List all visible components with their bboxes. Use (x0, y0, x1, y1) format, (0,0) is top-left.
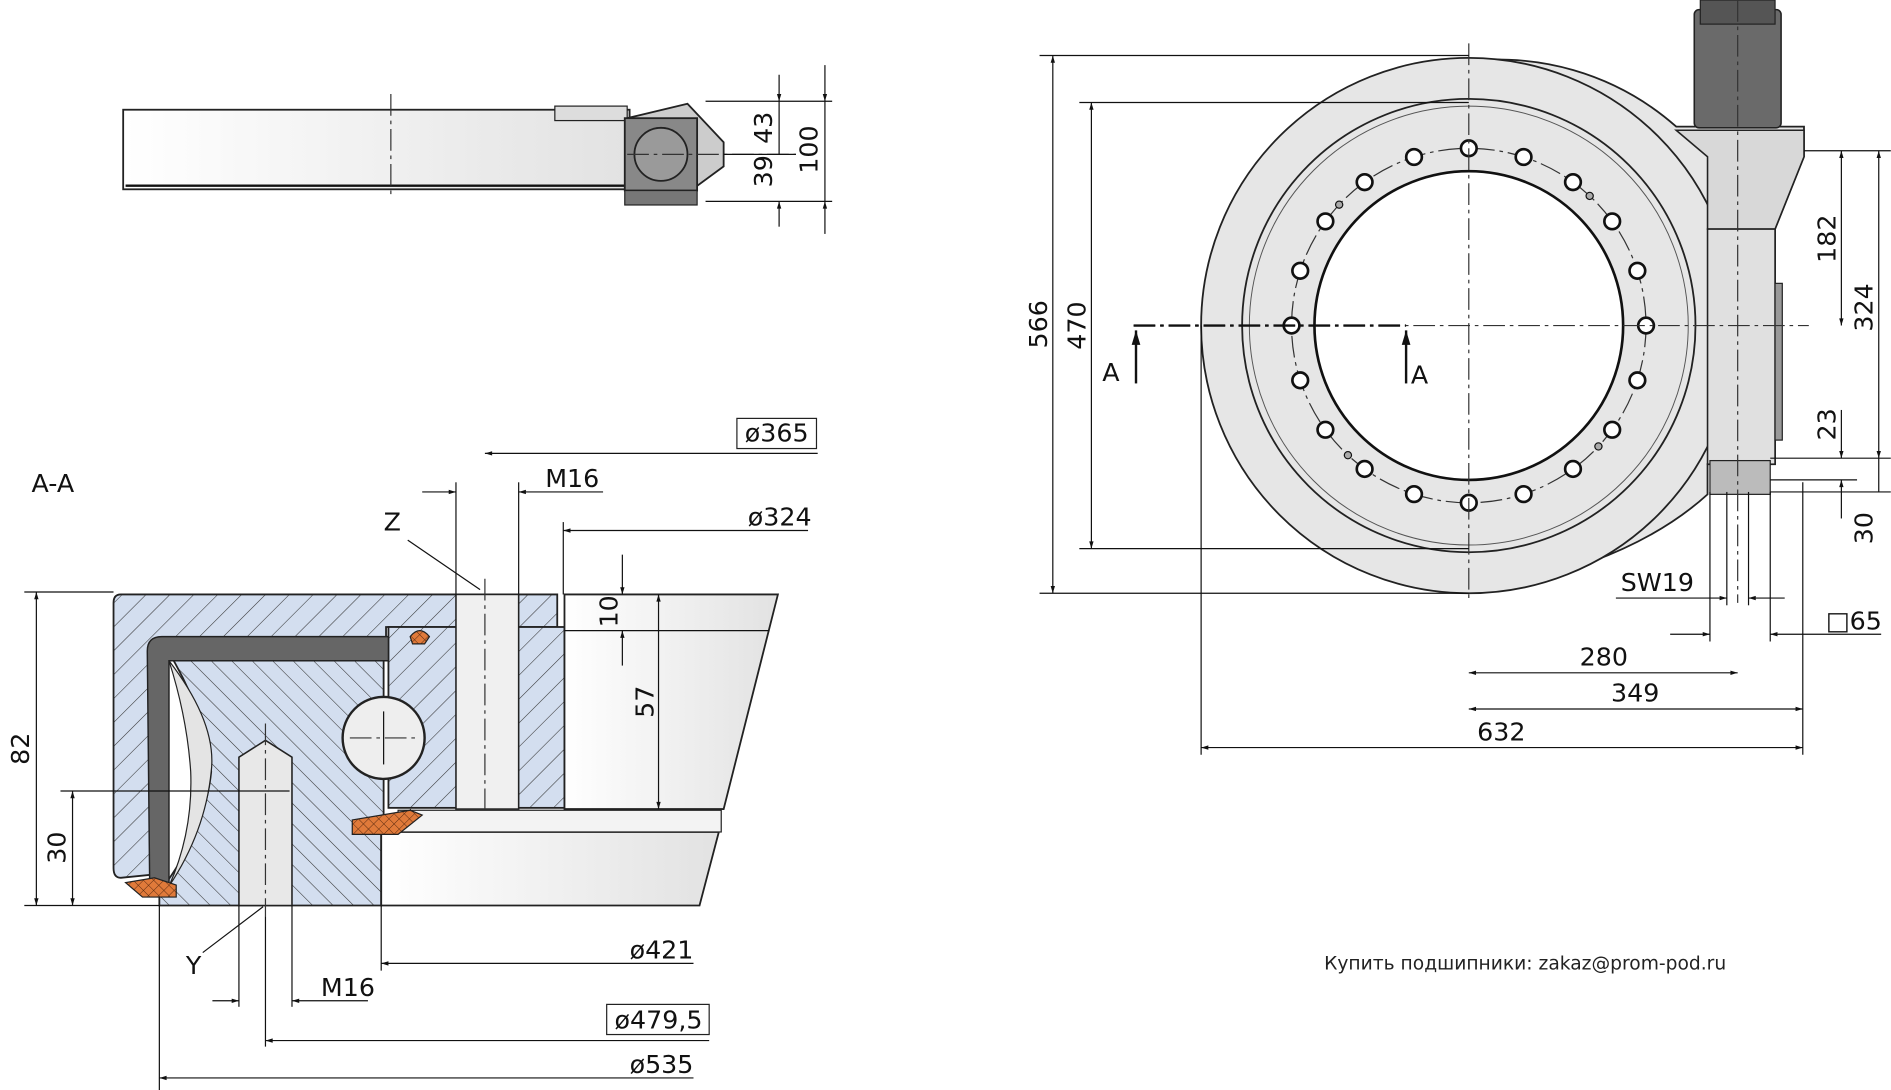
top-view: A A 566 470 182 324 23 30 SW19 (1023, 0, 1891, 755)
footer-contact: Купить подшипники: zakaz@prom-pod.ru (1324, 953, 1726, 974)
dim-d324: ø324 (748, 502, 812, 532)
grease-nipple (1585, 191, 1594, 201)
dim-m16-bottom: M16 (321, 972, 375, 1002)
bolt-hole (1514, 484, 1533, 504)
worm-shaft-end (1709, 459, 1771, 495)
dim-d535: ø535 (630, 1049, 694, 1079)
grease-nipple (1343, 450, 1353, 460)
bolt-hole (1404, 484, 1424, 504)
dim-30-top: 30 (1849, 512, 1879, 544)
dim-349: 349 (1611, 678, 1659, 708)
label-z: Z (384, 507, 401, 537)
bolt-hole (1291, 261, 1310, 280)
seal-inner (351, 809, 424, 835)
dim-sq65: □65 (1826, 605, 1882, 635)
dim-m16-top: M16 (545, 463, 599, 493)
bolt-hole (1628, 371, 1647, 390)
section-mark-a-left: A (1102, 357, 1120, 387)
bolt-hole (1514, 147, 1533, 167)
bolt-hole (1355, 172, 1374, 192)
section-mark-a-right: A (1411, 359, 1429, 389)
grease-nipple (1594, 442, 1603, 451)
bolt-hole (1291, 371, 1310, 390)
dim-d479: ø479,5 (615, 1005, 703, 1035)
bolt-hole (1404, 147, 1424, 167)
dim-100: 100 (794, 125, 824, 173)
bolt-hole (1563, 459, 1583, 479)
section-view: A-A 82 30 (5, 417, 818, 1090)
dim-82: 82 (5, 733, 35, 765)
dim-43: 43 (748, 112, 778, 144)
dim-182: 182 (1811, 215, 1841, 263)
ring-side-profile (122, 108, 631, 191)
section-title: A-A (32, 468, 75, 498)
dim-d365: ø365 (745, 417, 809, 447)
bolt-hole (1563, 172, 1583, 192)
dim-30-section: 30 (41, 832, 71, 864)
dim-566: 566 (1023, 300, 1053, 348)
grease-nipple (1334, 200, 1344, 209)
bolt-hole (1355, 459, 1374, 479)
cover-strip (146, 635, 390, 887)
bolt-hole (1628, 261, 1647, 280)
dim-470: 470 (1061, 301, 1091, 349)
dim-d421: ø421 (630, 935, 694, 965)
dim-57: 57 (630, 686, 660, 718)
dim-sw19: SW19 (1621, 567, 1694, 597)
bolt-hole (1603, 212, 1622, 231)
dim-280: 280 (1580, 642, 1628, 672)
dim-10: 10 (594, 595, 624, 627)
label-y: Y (185, 950, 202, 980)
seal-top (409, 630, 431, 645)
bolt-hole (1316, 420, 1335, 439)
bolt-hole-top (455, 593, 520, 810)
bolt-hole (1316, 212, 1335, 231)
bolt-hole (1603, 420, 1622, 439)
dim-39: 39 (748, 155, 778, 187)
dim-23: 23 (1811, 408, 1841, 440)
seal-outer (124, 877, 177, 898)
side-view: 43 39 100 (122, 65, 833, 234)
dim-324: 324 (1849, 283, 1879, 331)
dim-632: 632 (1477, 716, 1525, 746)
